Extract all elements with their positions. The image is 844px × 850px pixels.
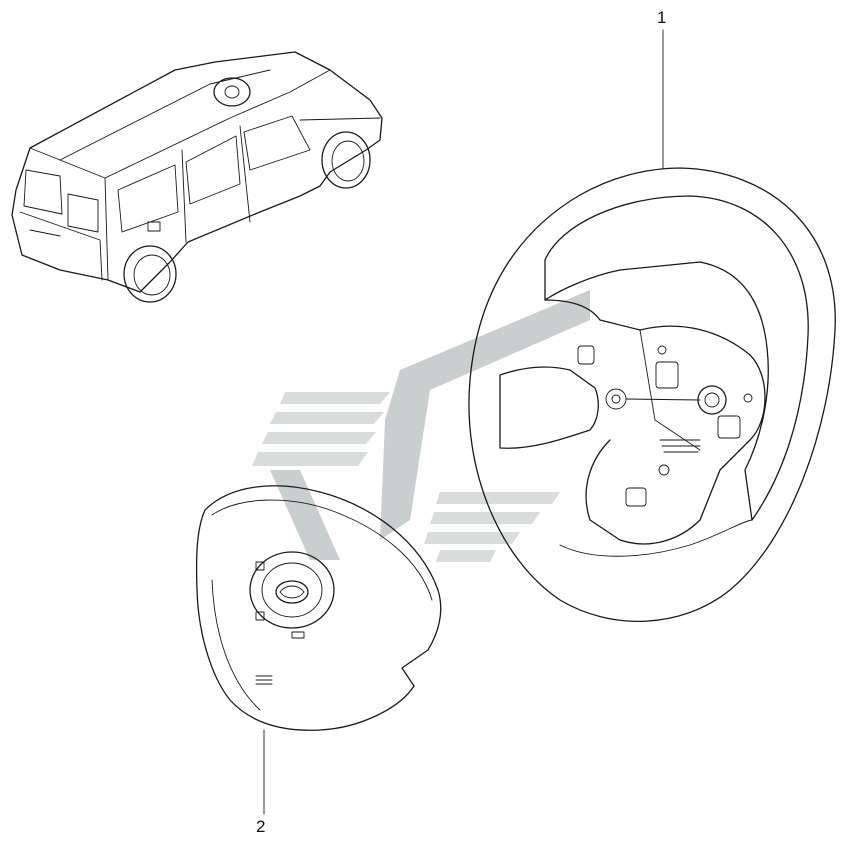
callout-label-2: 2 — [256, 817, 266, 836]
airbag-module-illustration — [195, 485, 442, 731]
steering-wheel-illustration — [468, 167, 836, 622]
vehicle-illustration — [11, 51, 383, 303]
watermark-logo — [252, 290, 590, 562]
callout-label-1: 1 — [657, 8, 667, 27]
